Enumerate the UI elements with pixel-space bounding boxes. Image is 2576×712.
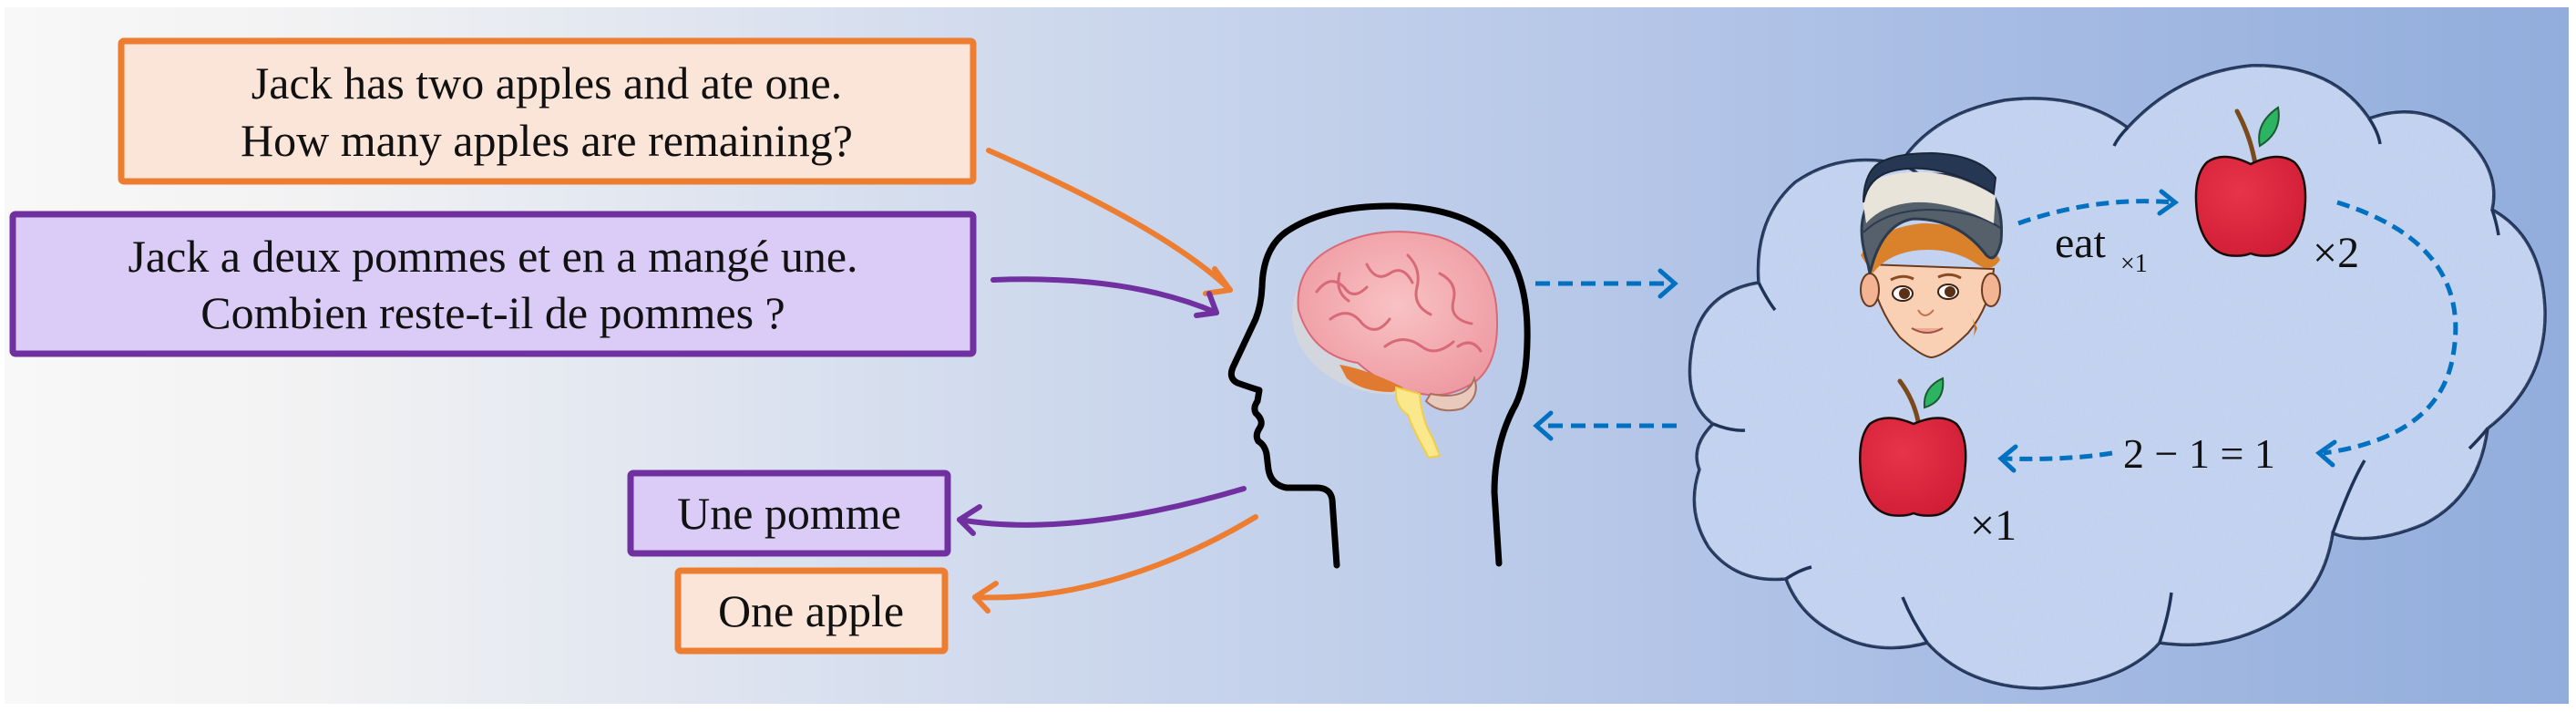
arrow-apples-to-equation-icon bbox=[2314, 439, 2337, 468]
arrow-boy-to-apples-icon bbox=[2157, 189, 2180, 216]
arrow-equation-to-apple-icon bbox=[1997, 444, 2018, 473]
arrow-french-question-to-head bbox=[990, 276, 1219, 315]
boy-face-icon bbox=[1860, 151, 2003, 359]
answer-french-text: Une pomme bbox=[677, 488, 901, 539]
question-french-line2: Combien reste-t-il de pommes ? bbox=[200, 287, 785, 338]
arrow-head-to-english-answer bbox=[972, 514, 1258, 601]
question-english-line1: Jack has two apples and ate one. bbox=[251, 57, 842, 108]
arrow-head-to-french-answer bbox=[957, 486, 1247, 528]
brain-icon bbox=[1292, 231, 1499, 459]
answer-box-english: One apple bbox=[674, 567, 949, 655]
answer-english-text: One apple bbox=[718, 585, 904, 636]
arrow-french-question-head-icon bbox=[1194, 291, 1219, 318]
answer-box-french: Une pomme bbox=[627, 470, 951, 557]
question-box-english: Jack has two apples and ate one. How man… bbox=[118, 37, 977, 185]
arrow-apples-to-equation bbox=[2323, 200, 2458, 456]
start-apple-count: ×2 bbox=[2313, 229, 2359, 277]
arrow-equation-to-apple bbox=[2004, 450, 2113, 461]
question-french-line1: Jack a deux pommes et en a mangé une. bbox=[128, 231, 857, 282]
eat-label: eat bbox=[2055, 219, 2107, 267]
apple-icon-start bbox=[2194, 106, 2307, 257]
eat-subscript: ×1 bbox=[2120, 250, 2148, 278]
apple-icon-end bbox=[1859, 377, 1967, 517]
end-apple-count: ×1 bbox=[1970, 501, 2017, 550]
arrow-head-to-english-answer-icon bbox=[972, 581, 999, 614]
head-silhouette-icon bbox=[1227, 202, 1531, 569]
question-english-line2: How many apples are remaining? bbox=[241, 115, 853, 166]
arrow-english-question-head-icon bbox=[1203, 266, 1233, 296]
equation-label: 2 − 1 = 1 bbox=[2123, 430, 2275, 477]
question-box-french: Jack a deux pommes et en a mangé une. Co… bbox=[9, 211, 977, 357]
arrow-head-to-french-answer-icon bbox=[957, 504, 982, 536]
arrow-english-question-to-head bbox=[986, 148, 1233, 293]
arrow-head-to-thought-icon bbox=[1657, 268, 1678, 299]
arrow-thought-to-head-icon bbox=[1533, 410, 1554, 441]
